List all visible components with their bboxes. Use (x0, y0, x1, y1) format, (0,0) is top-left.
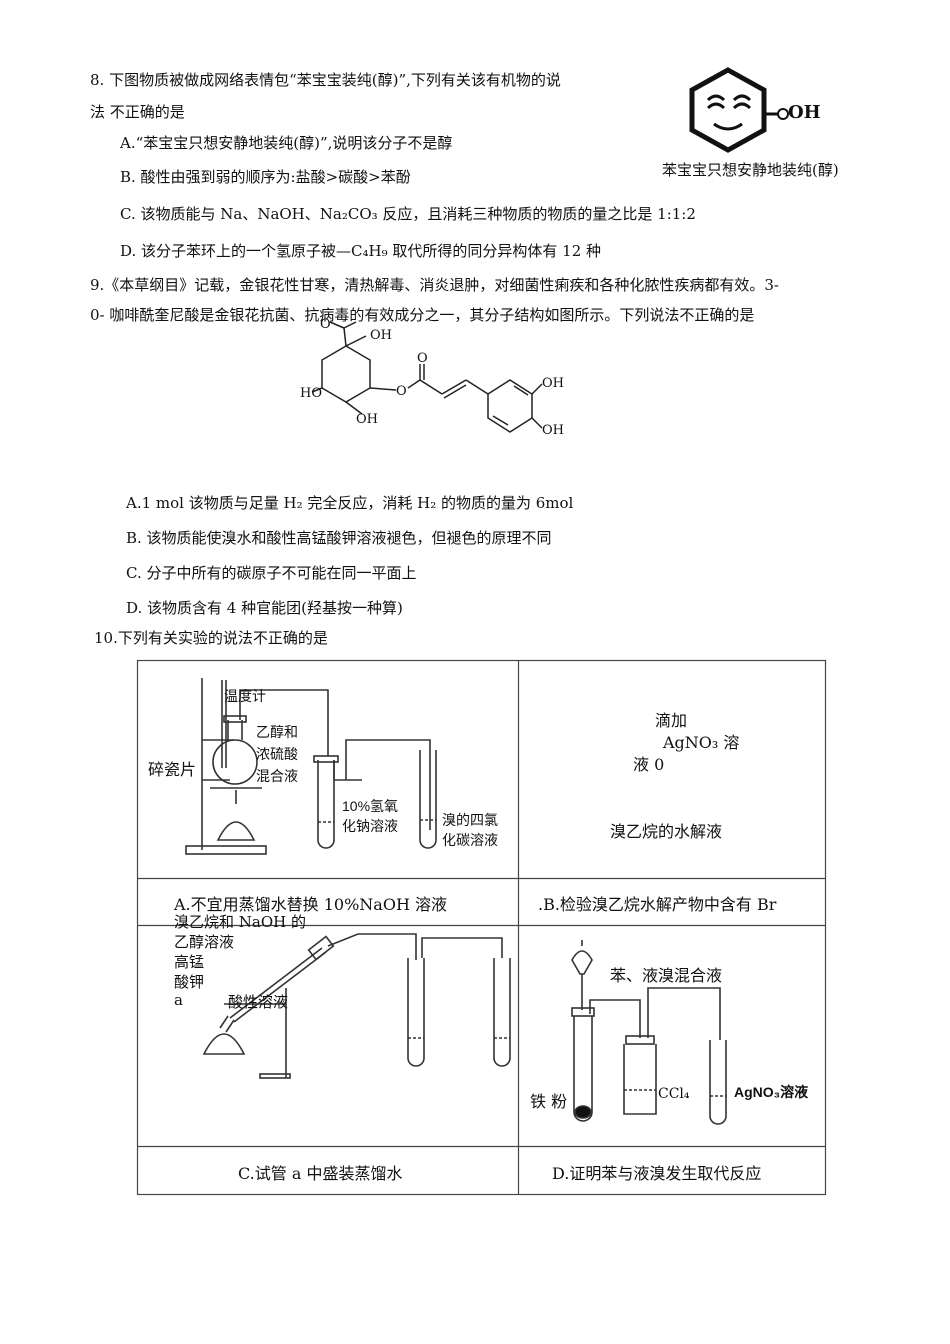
q9-option-c: C. 分子中所有的碳原子不可能在同一平面上 (126, 564, 417, 582)
label-naoh-10-1: 10%氢氧 (342, 798, 399, 814)
caption-d: D.证明苯与液溴发生取代反应 (552, 1164, 762, 1183)
caption-b: .B.检验溴乙烷水解产物中含有 Br (538, 895, 777, 914)
label-ccl4: CCl₄ (658, 1086, 690, 1102)
label-mixture: 混合液 (256, 768, 298, 784)
label-kmno4-2: 酸钾 (174, 973, 205, 991)
chlorogenic-acid-structure (311, 321, 543, 433)
label-ethanol-and: 乙醇和 (256, 724, 298, 740)
q9-option-a: A.1 mol 该物质与足量 H₂ 完全反应，消耗 H₂ 的物质的量为 6mol (126, 494, 574, 512)
q8-option-b: B. 酸性由强到弱的顺序为:盐酸>碳酸>苯酚 (120, 168, 411, 186)
label-conc-sulfuric: 浓硫酸 (256, 746, 298, 762)
struct-ho-left: HO (300, 386, 322, 401)
label-benzene-bromine: 苯、液溴混合液 (610, 966, 723, 985)
apparatus-a-ethylene (185, 678, 437, 855)
label-naoh-10-2: 化钠溶液 (342, 818, 398, 834)
struct-oh-bottom: OH (356, 412, 378, 427)
label-hydrolysate: 溴乙烷的水解液 (610, 822, 723, 841)
q8-option-d: D. 该分子苯环上的一个氢原子被—C₄H₉ 取代所得的同分异构体有 12 种 (120, 242, 602, 260)
apparatus-c-elimination (202, 933, 511, 1079)
struct-oh-top: OH (370, 328, 392, 343)
label-kmno4-1: 高锰 (174, 953, 205, 971)
label-agno3: AgNO₃溶液 (734, 1084, 809, 1100)
struct-o-top: O (320, 317, 331, 332)
label-thermometer: 温度计 (224, 688, 266, 704)
label-br2-ccl4-2: 化碳溶液 (442, 832, 498, 848)
caption-c: C.试管 a 中盛装蒸馏水 (238, 1164, 403, 1183)
label-acidic-solution: 酸性溶液 (228, 993, 289, 1011)
label-tube-a: a (174, 991, 183, 1009)
phenol-emoji-figure (689, 67, 789, 153)
label-iron-powder: 铁 粉 (530, 1092, 568, 1111)
label-add-dropwise: 滴加 (655, 711, 688, 730)
label-agno3-solution: AgNO₃ 溶 (663, 733, 740, 752)
struct-o-ester: O (396, 384, 407, 399)
q8-stem-line2: 法 不正确的是 (90, 103, 185, 121)
q9-option-d: D. 该物质含有 4 种官能团(羟基按一种算) (126, 599, 403, 617)
label-ethanol-solution: 乙醇溶液 (174, 933, 235, 951)
q10-stem: 10.下列有关实验的说法不正确的是 (94, 629, 328, 647)
struct-oh-ring2: OH (542, 423, 564, 438)
label-porcelain-chips: 碎瓷片 (148, 762, 197, 779)
q9-option-b: B. 该物质能使溴水和酸性高锰酸钾溶液褪色，但褪色的原理不同 (126, 529, 552, 547)
q9-stem-line2: 0- 咖啡酰奎尼酸是金银花抗菌、抗病毒的有效成分之一，其分子结构如图所示。下列说… (90, 306, 755, 324)
q8-option-a: A.“苯宝宝只想安静地装纯(醇)”,说明该分子不是醇 (120, 134, 453, 152)
label-solution-zero: 液 0 (633, 755, 665, 774)
phenol-oh-label: OH (788, 102, 821, 123)
q8-stem-line1: 8. 下图物质被做成网络表情包“苯宝宝装纯(醇)”,下列有关该有机物的说 (90, 71, 561, 89)
struct-o-carbonyl: O (417, 351, 428, 366)
caption-a: A.不宜用蒸馏水替换 10%NaOH 溶液 (174, 895, 447, 914)
label-bromoethane-naoh: 溴乙烷和 NaOH 的 (174, 913, 306, 931)
q8-option-c: C. 该物质能与 Na、NaOH、Na₂CO₃ 反应，且消耗三种物质的物质的量之… (120, 205, 696, 223)
apparatus-d-bromination (571, 940, 727, 1125)
label-br2-ccl4-1: 溴的四氯 (442, 812, 498, 828)
phenol-caption: 苯宝宝只想安静地装纯(醇) (662, 161, 839, 179)
struct-oh-ring1: OH (542, 376, 564, 391)
q9-stem-line1: 9.《本草纲目》记载，金银花性甘寒，清热解毒、消炎退肿，对细菌性痢疾和各种化脓性… (90, 276, 779, 294)
